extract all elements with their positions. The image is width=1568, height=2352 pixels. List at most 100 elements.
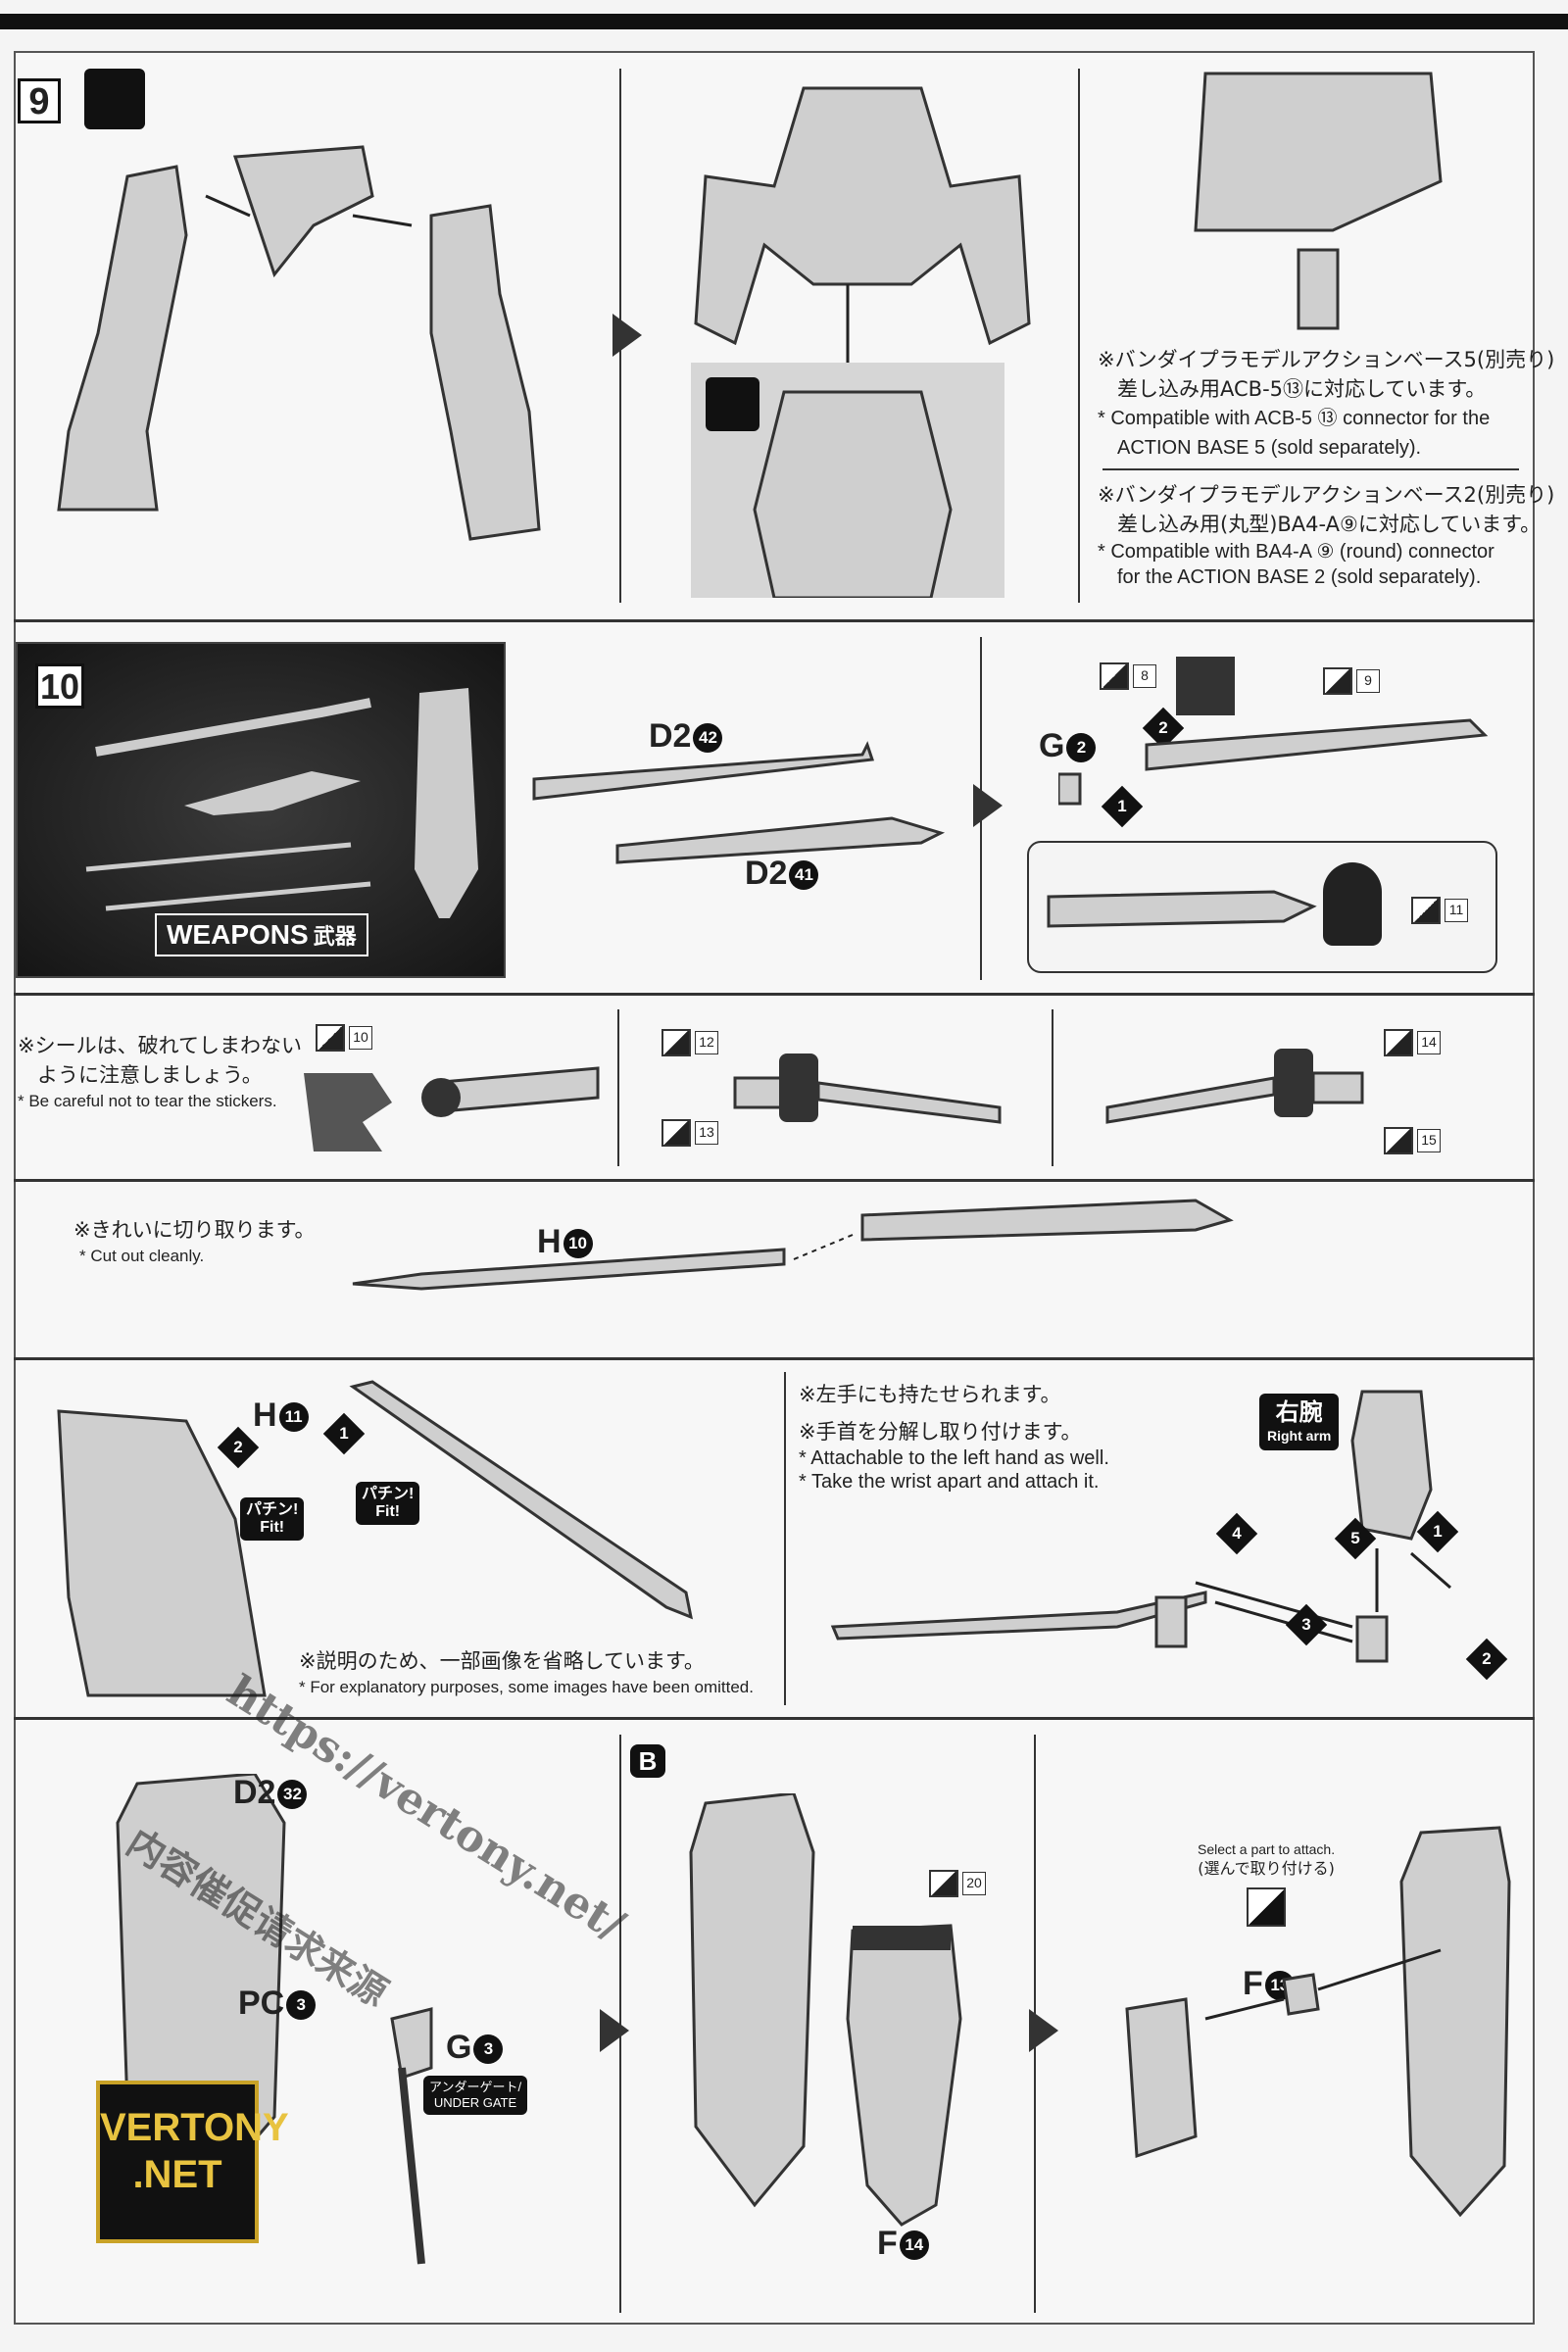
cut-note: ※きれいに切り取ります。 * Cut out cleanly.	[74, 1215, 316, 1268]
robot-figure	[691, 86, 1031, 598]
logo-text: .NET	[132, 2153, 222, 2196]
fit-en: Fit!	[260, 1519, 285, 1536]
fit-en: Fit!	[375, 1503, 401, 1520]
hilt-sticker-figure	[304, 1066, 600, 1152]
note-jp: (選んで取り付ける)	[1198, 1859, 1335, 1878]
note-en: * Cut out cleanly.	[79, 1247, 205, 1265]
next-arrow	[1029, 2009, 1058, 2052]
variant-b-label: B	[630, 1744, 665, 1778]
scabbard-tip-figure	[1047, 890, 1317, 928]
part-number: 2	[1066, 733, 1097, 763]
robot-hip-figure	[57, 1409, 267, 1697]
weapons-figure	[85, 688, 478, 918]
weapons-text: WEAPONS	[167, 919, 309, 950]
step-marker: 2	[1465, 1638, 1508, 1681]
sticker-13: 13	[662, 1119, 718, 1147]
sticker-number: 9	[1356, 669, 1380, 693]
divider	[14, 619, 1535, 622]
logo-text: VERTONY	[100, 2106, 289, 2149]
sword-figure	[352, 1199, 1234, 1291]
sticker-20: 20	[929, 1870, 986, 1897]
right-arm-en: Right arm	[1267, 1428, 1332, 1444]
sticker-8: 8	[1100, 662, 1156, 690]
part-number: 42	[693, 723, 723, 754]
part-letter: H	[537, 1223, 562, 1260]
sticker-number: 14	[1417, 1031, 1441, 1054]
shield-hand-figure	[1125, 1826, 1511, 2218]
note-en: ACTION BASE 5 (sold separately).	[1117, 437, 1422, 459]
step-marker: 4	[1215, 1512, 1258, 1555]
part-number: 32	[277, 1780, 308, 1810]
divider	[617, 1009, 619, 1166]
sticker-number: 11	[1445, 899, 1468, 922]
note-jp: ※バンダイプラモデルアクションベース5(別売り)	[1098, 348, 1555, 371]
divider	[14, 993, 1535, 996]
note-en: * Be careful not to tear the stickers.	[18, 1092, 277, 1110]
step-marker: 5	[1334, 1517, 1377, 1560]
weapons-label: WEAPONS 武器	[155, 913, 368, 956]
pose-icon	[84, 69, 145, 129]
right-arm-jp: 右腕	[1275, 1399, 1323, 1426]
hilt-figure	[1105, 1049, 1364, 1124]
note-jp: ※説明のため、一部画像を省略しています。	[299, 1649, 705, 1673]
sticker-care-note: ※シールは、破れてしまわない ように注意しましょう。 * Be careful …	[18, 1031, 302, 1113]
select-part-note: Select a part to attach. (選んで取り付ける)	[1198, 1840, 1335, 1880]
part-letter: G	[1039, 727, 1065, 764]
step-number: 10	[35, 663, 84, 709]
note-jp: ※シールは、破れてしまわない	[18, 1034, 302, 1057]
action-base-figure	[1194, 72, 1443, 330]
note-jp: 差し込み用(丸型)BA4-A⑨に対応しています。	[1117, 513, 1542, 536]
divider	[14, 1179, 1535, 1182]
part-number: 14	[899, 2230, 929, 2261]
note-en: * Attachable to the left hand as well.	[799, 1447, 1109, 1469]
top-bar	[0, 14, 1568, 29]
weapons-jp: 武器	[313, 925, 357, 950]
scabbard-figure	[532, 741, 946, 864]
part-number: 10	[563, 1229, 593, 1259]
sticker-number: 8	[1133, 664, 1156, 688]
step-marker-number: 2	[233, 1438, 243, 1456]
fit-badge: パチン!Fit!	[240, 1497, 305, 1541]
step-marker-number: 4	[1232, 1524, 1242, 1543]
note-en: for the ACTION BASE 2 (sold separately).	[1117, 566, 1482, 588]
part-letter: D2	[745, 855, 788, 892]
note-en: * For explanatory purposes, some images …	[299, 1678, 754, 1696]
note-en: * Take the wrist apart and attach it.	[799, 1471, 1100, 1493]
note-jp: ※手首を分解し取り付けます。	[799, 1420, 1082, 1444]
divider	[14, 1717, 1535, 1720]
under-gate-en: UNDER GATE	[433, 2095, 517, 2110]
part-letter: H	[253, 1396, 277, 1434]
note-en: Select a part to attach.	[1198, 1841, 1336, 1857]
sticker-number: 15	[1417, 1129, 1441, 1152]
step-marker-number: 3	[1301, 1615, 1311, 1634]
hilt-figure	[733, 1054, 1002, 1124]
fit-jp: パチン!	[246, 1501, 299, 1518]
part-letter: D2	[233, 1774, 276, 1811]
note-jp: ように注意しましょう。	[37, 1063, 263, 1087]
sticker-number: 13	[695, 1121, 718, 1145]
sticker-number: 20	[962, 1872, 986, 1895]
step-marker-number: 1	[1433, 1522, 1443, 1541]
fit-jp: パチン!	[362, 1486, 415, 1502]
select-icon	[1247, 1887, 1286, 1927]
sticker-11: 11	[1411, 897, 1468, 924]
shield-assembly-figure	[689, 1793, 962, 2227]
sticker-number: 10	[349, 1026, 372, 1050]
omitted-note: ※説明のため、一部画像を省略しています。 * For explanatory p…	[299, 1646, 754, 1699]
next-arrow	[600, 2009, 629, 2052]
divider	[1078, 69, 1080, 603]
fit-badge: パチン!Fit!	[356, 1482, 420, 1525]
step-marker-number: 2	[1482, 1649, 1492, 1668]
sheathed-sword-figure	[349, 1380, 694, 1620]
step-marker: 3	[1285, 1603, 1328, 1646]
step-number: 9	[18, 78, 61, 123]
note-en: * Compatible with ACB-5 ⑬ connector for …	[1098, 408, 1491, 429]
sticker-9: 9	[1323, 667, 1380, 695]
next-arrow	[612, 314, 642, 357]
part-number: 41	[789, 860, 819, 891]
sticker-10: 10	[316, 1024, 372, 1052]
